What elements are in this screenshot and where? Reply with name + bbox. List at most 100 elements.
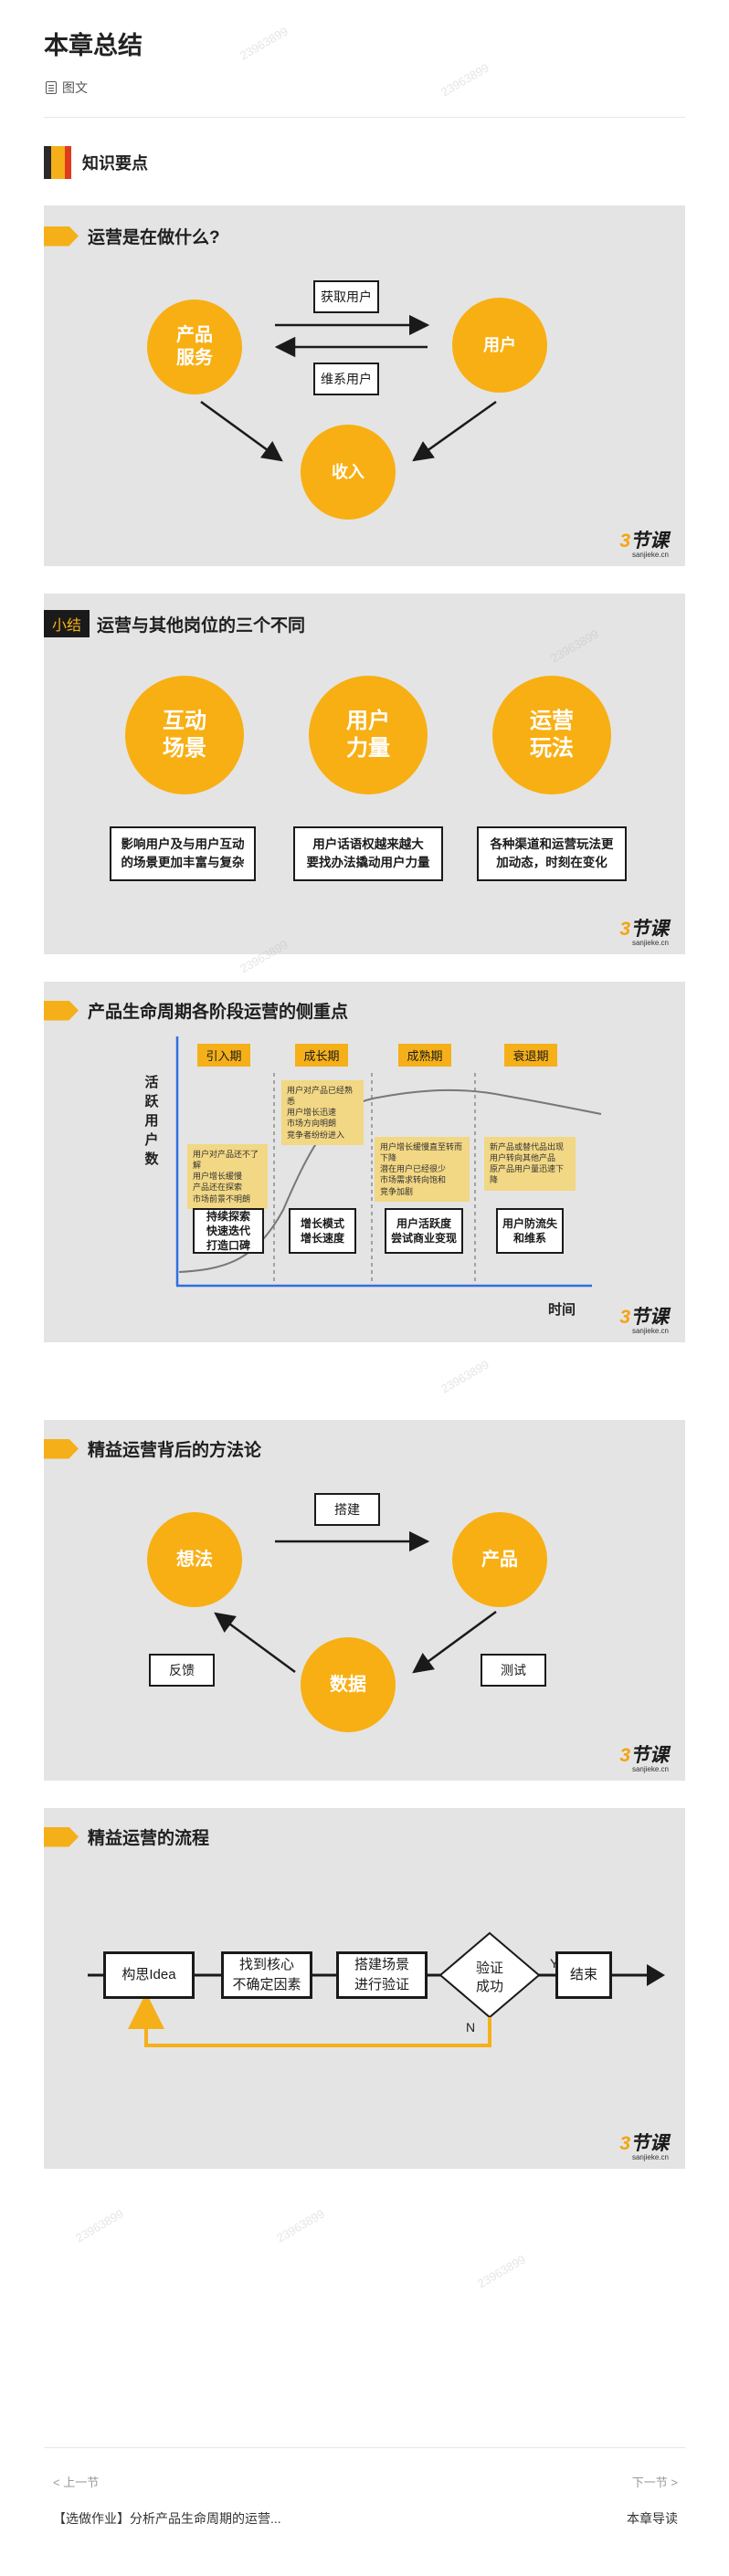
- user-node: 用户: [452, 298, 547, 393]
- operation-play-node: 运营 玩法: [492, 676, 611, 794]
- section-title: 运营与其他岗位的三个不同: [97, 615, 306, 636]
- summary-tag: 小结: [44, 610, 90, 637]
- stage-focus: 用户防流失 和维系: [496, 1208, 564, 1254]
- stage-focus: 增长模式 增长速度: [289, 1208, 356, 1254]
- section-title: 精益运营的流程: [88, 1829, 210, 1848]
- content-type-label: 图文: [62, 80, 88, 95]
- yes-label: Y: [550, 1956, 559, 1971]
- stage-note: 用户对产品已经熟悉 用户增长迅速 市场方向明朗 竞争者纷纷进入: [281, 1080, 364, 1145]
- footer-divider: [44, 2447, 685, 2448]
- prev-section-link[interactable]: < 上一节: [53, 2476, 100, 2489]
- stage-focus: 用户活跃度 尝试商业变现: [385, 1208, 463, 1254]
- retain-users-label: 维系用户: [313, 363, 379, 395]
- flag-marker-icon: [44, 1438, 79, 1459]
- y-axis-label: 活 跃 用 户 数: [144, 1075, 159, 1167]
- step-end: 结束: [555, 1951, 612, 1999]
- flag-marker-icon: [44, 226, 79, 247]
- next-section-link[interactable]: 下一节 >: [631, 2476, 678, 2489]
- step-build-verify: 搭建场景 进行验证: [336, 1951, 428, 1999]
- section-header: 运营是在做什么?: [44, 224, 220, 248]
- logo-digit: 3: [619, 531, 630, 552]
- section-header: 小结 运营与其他岗位的三个不同: [44, 610, 305, 637]
- stage-label: 成长期: [295, 1044, 348, 1067]
- stage-focus: 持续探索 快速迭代 打造口碑: [193, 1208, 264, 1254]
- product-node: 产品: [452, 1512, 547, 1607]
- flag-marker-icon: [44, 1826, 79, 1847]
- user-income-arrow: [412, 400, 497, 462]
- user-power-node: 用户 力量: [309, 676, 428, 794]
- operation-play-desc: 各种渠道和运营玩法更 加动态，时刻在变化: [477, 826, 627, 881]
- logo-text: 节课: [630, 531, 669, 552]
- three-differences-panel: 小结 运营与其他岗位的三个不同 互动 场景 用户 力量 运营 玩法 影响用户及与…: [44, 594, 685, 954]
- lean-methodology-panel: 精益运营背后的方法论 想法 产品 数据 搭建 测试 反馈 3节课 sanjiek…: [44, 1420, 685, 1781]
- operations-overview-panel: 运营是在做什么? 产品 服务 用户 收入 获取用户 维系用户 3节课 sanji…: [44, 205, 685, 566]
- user-power-desc: 用户话语权越来越大 要找办法撬动用户力量: [293, 826, 443, 881]
- brand-logo: 3节课 sanjieke.cn: [619, 1302, 669, 1335]
- interaction-scene-node: 互动 场景: [125, 676, 244, 794]
- lean-process-panel: 精益运营的流程 构思Idea 找到核心 不确定因素 搭建场景 进行验证 验证 成…: [44, 1808, 685, 2169]
- section-header: 精益运营背后的方法论: [44, 1436, 261, 1461]
- brand-logo: 3节课 sanjieke.cn: [619, 1740, 669, 1773]
- knowledge-book-icon: [44, 146, 71, 179]
- knowledge-points-label: 知识要点: [82, 154, 148, 173]
- product-lifecycle-panel: 产品生命周期各阶段运营的侧重点 活 跃 用 户 数 时间 引入期 成长期 成熟期…: [44, 982, 685, 1342]
- watermark: 23963899: [475, 2252, 528, 2291]
- decision-label: 验证 成功: [475, 1961, 503, 1994]
- flag-marker-icon: [44, 1000, 79, 1021]
- brand-logo: 3节课 sanjieke.cn: [619, 526, 669, 559]
- idea-node: 想法: [147, 1512, 242, 1607]
- build-label: 搭建: [314, 1493, 380, 1526]
- no-label: N: [466, 2020, 476, 2035]
- logo-text: 节课: [630, 2133, 669, 2154]
- section-title: 精益运营背后的方法论: [88, 1441, 262, 1460]
- acquire-users-label: 获取用户: [313, 280, 379, 313]
- logo-domain: sanjieke.cn: [631, 939, 669, 947]
- next-section-title[interactable]: 本章导读: [627, 2511, 678, 2526]
- income-node: 收入: [301, 425, 396, 520]
- logo-digit: 3: [619, 1745, 630, 1766]
- logo-domain: sanjieke.cn: [631, 1327, 669, 1335]
- watermark: 23963899: [438, 60, 491, 100]
- product-service-node: 产品 服务: [147, 300, 242, 394]
- section-header: 精益运营的流程: [44, 1824, 209, 1849]
- interaction-scene-desc: 影响用户及与用户互动 的场景更加丰富与复杂: [110, 826, 256, 881]
- watermark: 23963899: [238, 24, 291, 63]
- watermark: 23963899: [438, 1357, 491, 1396]
- knowledge-points-heading: 知识要点: [44, 146, 148, 179]
- stage-label: 衰退期: [504, 1044, 557, 1067]
- divider: [44, 117, 685, 118]
- logo-digit: 3: [619, 2133, 630, 2154]
- lifecycle-chart: [175, 1036, 602, 1288]
- logo-domain: sanjieke.cn: [631, 1765, 669, 1773]
- operations-arrows: [200, 314, 497, 462]
- document-icon: [46, 81, 57, 94]
- section-title: 产品生命周期各阶段运营的侧重点: [88, 1003, 349, 1022]
- section-header: 产品生命周期各阶段运营的侧重点: [44, 998, 348, 1023]
- content-type: 图文: [46, 79, 88, 97]
- product-income-arrow: [200, 400, 283, 462]
- stage-label: 引入期: [197, 1044, 250, 1067]
- prev-section-title[interactable]: 【选做作业】分析产品生命周期的运营...: [53, 2511, 281, 2526]
- page-title: 本章总结: [44, 32, 143, 59]
- logo-text: 节课: [630, 1307, 669, 1328]
- logo-text: 节课: [630, 1745, 669, 1766]
- lean-loop-arrows: [214, 1530, 497, 1674]
- stage-note: 用户增长缓慢直至转而 下降 潜在用户已经很少 市场需求转向饱和 竞争加剧: [375, 1137, 470, 1202]
- watermark: 23963899: [274, 2206, 327, 2245]
- brand-logo: 3节课 sanjieke.cn: [619, 2129, 669, 2161]
- brand-logo: 3节课 sanjieke.cn: [619, 914, 669, 947]
- flow-end-arrow: [647, 1964, 665, 1986]
- logo-digit: 3: [619, 919, 630, 940]
- stage-note: 用户对产品还不了解 用户增长缓慢 产品还在探索 市场前景不明朗: [187, 1144, 268, 1209]
- x-axis-label: 时间: [548, 1302, 576, 1318]
- step-find-uncertainty: 找到核心 不确定因素: [221, 1951, 312, 1999]
- data-node: 数据: [301, 1637, 396, 1732]
- watermark: 23963899: [73, 2206, 126, 2245]
- retry-loop: [128, 1992, 491, 2047]
- logo-digit: 3: [619, 1307, 630, 1328]
- step-ideate: 构思Idea: [103, 1951, 195, 1999]
- section-title: 运营是在做什么?: [88, 228, 220, 247]
- logo-domain: sanjieke.cn: [631, 551, 669, 559]
- logo-text: 节课: [630, 919, 669, 940]
- feedback-arrow: [214, 1612, 296, 1674]
